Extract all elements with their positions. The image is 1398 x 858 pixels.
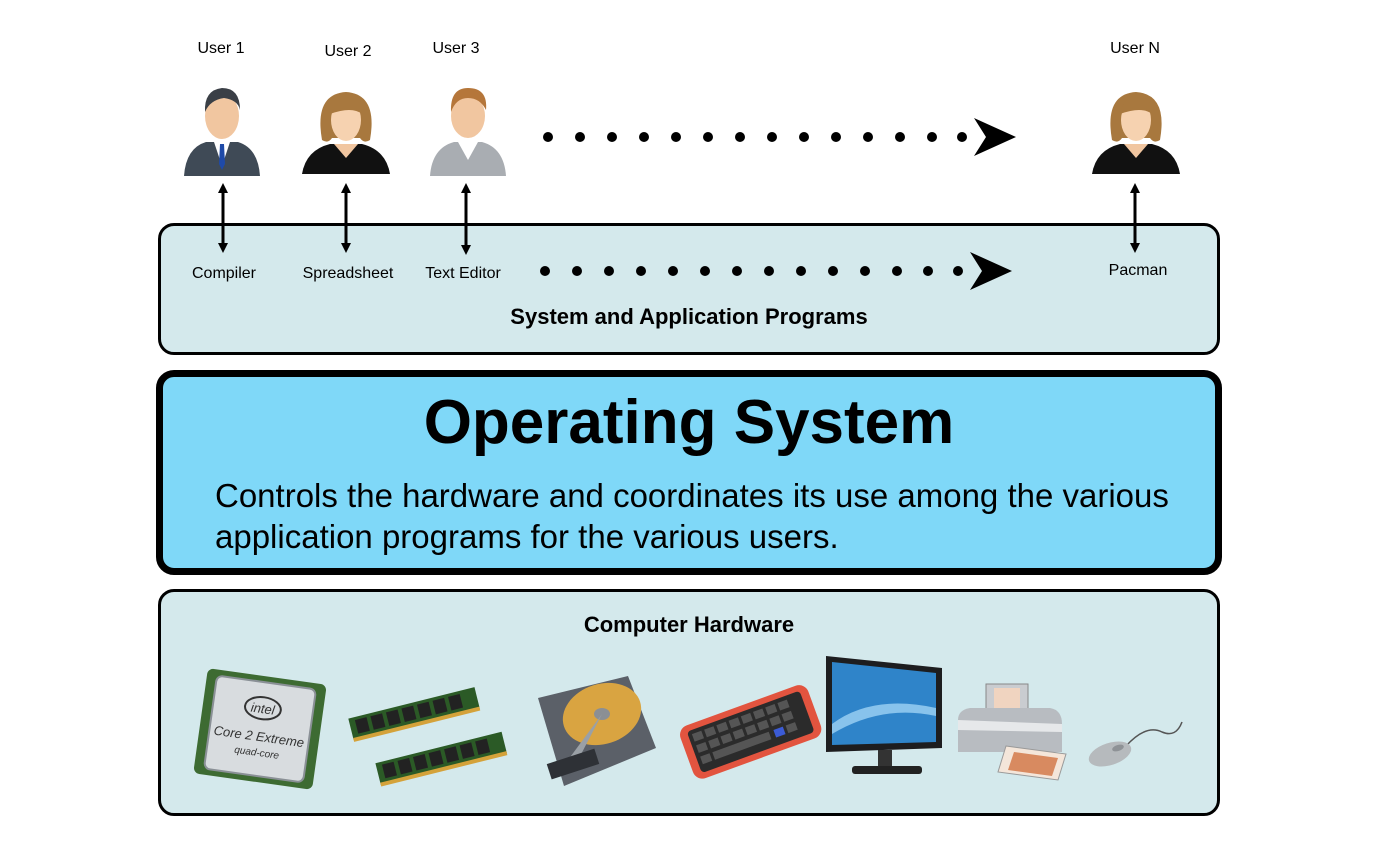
woman-user-icon [302,92,390,174]
os-title: Operating System [423,388,955,457]
user-1-label: User 1 [197,40,245,57]
os-description: Controls the hardware and coordinates it… [215,477,1169,555]
cpu-icon: intel Core 2 Extreme quad-core [193,668,327,790]
mouse-icon [1088,721,1183,767]
cpu-brand: intel [250,700,277,718]
program-spreadsheet: Spreadsheet [302,265,394,282]
hardware-layer-title: Computer Hardware [583,612,795,637]
program-pacman: Pacman [1108,262,1168,279]
apps-layer-title: System and Application Programs [510,304,868,329]
user-n-label: User N [1110,40,1160,57]
hard-drive-icon [538,676,656,786]
man-user-icon [430,88,506,176]
ram-icon [348,687,508,787]
program-compiler: Compiler [191,265,256,282]
user-3-label: User 3 [432,40,480,57]
businessman-icon [184,88,260,176]
program-text-editor: Text Editor [425,265,501,282]
operating-system-layer: Operating System Controls the hardware a… [156,370,1222,575]
monitor-icon [826,656,942,774]
printer-icon [958,683,1067,781]
system-application-programs-layer: System and Application Programs [158,223,1220,355]
woman-user-icon [1092,92,1180,174]
user-2-label: User 2 [324,43,372,60]
keyboard-icon [680,685,822,779]
